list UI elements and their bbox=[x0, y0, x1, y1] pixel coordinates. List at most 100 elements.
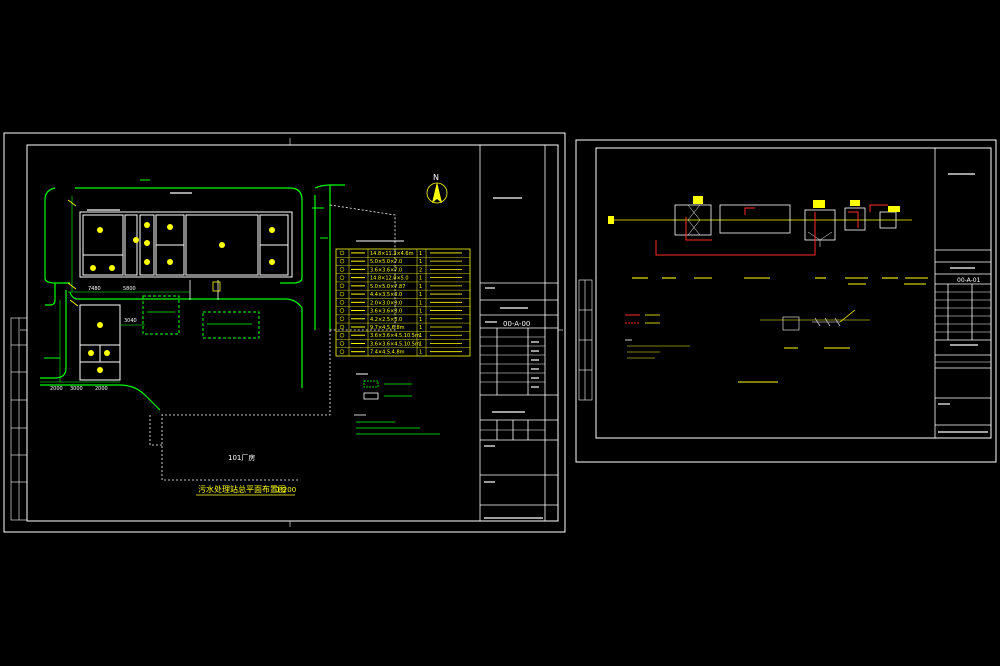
table-row-qty: 1 bbox=[419, 276, 422, 282]
table-row-index-icon bbox=[339, 332, 345, 338]
north-label: N bbox=[433, 173, 439, 182]
process-tank-1 bbox=[674, 204, 712, 236]
tank-markers bbox=[90, 222, 275, 271]
table-row-spec: 14.8×12.0×5.0 bbox=[370, 276, 409, 282]
table-row-qty: 1 bbox=[419, 259, 422, 265]
process-red-lines bbox=[655, 204, 888, 256]
dim-label-6: 3040 bbox=[124, 318, 137, 324]
yellow-ticks bbox=[67, 199, 79, 307]
valve-box bbox=[212, 281, 221, 292]
road-left-mid bbox=[45, 283, 56, 306]
treatment-plant bbox=[79, 211, 293, 278]
process-legend bbox=[625, 314, 690, 359]
lower-left-building bbox=[79, 304, 121, 381]
table-row-spec: 3.6×3.6×4.5,10.5m bbox=[370, 341, 420, 347]
road-left-lower bbox=[40, 290, 67, 379]
table-row-spec: 4.2×2.5×3.0 bbox=[370, 317, 402, 323]
table-row-index-icon bbox=[339, 324, 345, 330]
table-row-index-icon bbox=[339, 300, 345, 305]
dim-label-5: 2000 bbox=[95, 386, 108, 392]
sheet-2-title-block bbox=[934, 148, 991, 438]
sheet-2-drawing-number: 00-A-01 bbox=[957, 277, 981, 284]
dashed-room-2 bbox=[202, 311, 260, 339]
table-row-index-icon bbox=[339, 316, 345, 322]
plan-scale: 1:200 bbox=[276, 486, 296, 494]
detail-diagram bbox=[738, 309, 870, 383]
north-arrow-icon bbox=[426, 182, 448, 204]
tank-main bbox=[185, 214, 259, 276]
table-row-index-icon bbox=[339, 283, 345, 289]
table-row-index-icon bbox=[339, 341, 345, 346]
tank-3 bbox=[124, 214, 138, 276]
dim-label-4: 3000 bbox=[70, 386, 83, 392]
sheet-1-title-block bbox=[479, 145, 558, 521]
table-row-index-icon bbox=[339, 267, 345, 272]
sheet-2-left-strip bbox=[578, 279, 593, 401]
table-row-qty: 1 bbox=[419, 333, 422, 339]
building-101-label: 101厂房 bbox=[228, 453, 255, 462]
road-mid bbox=[69, 291, 303, 388]
table-row-spec: 7.4×4.5,4.8m bbox=[370, 350, 405, 356]
table-row-spec: 14.8×11.3×4.6m bbox=[370, 251, 414, 257]
tank-2 bbox=[82, 254, 124, 276]
table-row-qty: 1 bbox=[419, 284, 422, 290]
sheet-1: 00-A-00 bbox=[3, 132, 566, 533]
table-row-index-icon bbox=[339, 275, 345, 280]
dim-label-3: 2000 bbox=[50, 386, 63, 392]
table-row-spec: 4.4×3.5×3.0 bbox=[370, 292, 402, 298]
table-row-qty: 1 bbox=[419, 317, 422, 323]
sheet-1-title-block-rows bbox=[480, 336, 545, 431]
building-101-outline bbox=[149, 204, 396, 481]
table-row-qty: 2 bbox=[419, 267, 422, 273]
table-row-spec: 2.0×3.0×3.0 bbox=[370, 300, 402, 306]
process-tank-4 bbox=[844, 207, 866, 231]
table-row-qty: 1 bbox=[419, 251, 422, 257]
dashed-room-1 bbox=[142, 295, 180, 335]
table-row-qty: 1 bbox=[419, 292, 422, 298]
table-row-index-icon bbox=[339, 349, 345, 354]
table-row-spec: 3.6×3.6×7.0 bbox=[370, 267, 402, 273]
road-left-top bbox=[44, 187, 70, 284]
sheet-1-title-block-text bbox=[484, 197, 543, 519]
dim-label-1: 7480 bbox=[88, 286, 101, 292]
road-bottom bbox=[40, 384, 161, 411]
table-row-qty: 1 bbox=[419, 350, 422, 356]
sheet-1-drawing-number: 00-A-00 bbox=[503, 320, 530, 328]
dashed-room-labels bbox=[147, 311, 252, 325]
planned-structures bbox=[142, 295, 260, 339]
tank-6 bbox=[155, 244, 185, 276]
table-row-spec: 3.6×3.6×3.0 bbox=[370, 309, 402, 315]
road-top bbox=[75, 187, 303, 284]
tank-1 bbox=[82, 214, 124, 256]
table-row-qty: 1 bbox=[419, 341, 422, 347]
sheet-2: 00-A-01 bbox=[575, 139, 997, 463]
tank-8 bbox=[259, 244, 289, 276]
table-row-spec: 3.6×3.6×4.5,10.5m bbox=[370, 333, 420, 339]
plant-dim-text bbox=[87, 192, 192, 211]
sheet-1-outer-frame bbox=[3, 132, 566, 533]
notes bbox=[354, 414, 440, 435]
plant-outline bbox=[79, 211, 293, 278]
sheet-2-title-rows bbox=[935, 291, 991, 363]
dimension-lines bbox=[40, 196, 190, 383]
process-markers bbox=[608, 196, 900, 224]
table-row-spec: 9.7×4.5,6.8m bbox=[370, 325, 405, 331]
table-row-spec: 5.0×5.0×7.87 bbox=[370, 284, 405, 290]
process-tank-2 bbox=[719, 204, 791, 234]
table-row-index-icon bbox=[339, 308, 345, 313]
sheet-1-left-strip bbox=[10, 317, 28, 521]
process-labels bbox=[632, 277, 928, 285]
yellow-elements bbox=[189, 280, 219, 300]
dim-label-2: 5800 bbox=[123, 286, 136, 292]
sheet-1-inner-frame bbox=[26, 144, 559, 522]
building-lower-left bbox=[79, 304, 121, 381]
plan-title-block: 污水处理站总平面布置图 1:200 bbox=[196, 484, 296, 496]
table-row-qty: 1 bbox=[419, 325, 422, 331]
tank-4 bbox=[139, 214, 155, 276]
table-row-index-icon bbox=[339, 250, 345, 256]
process-flow bbox=[610, 204, 912, 247]
table-row-qty: 1 bbox=[419, 300, 422, 306]
process-tank-3 bbox=[804, 209, 836, 241]
